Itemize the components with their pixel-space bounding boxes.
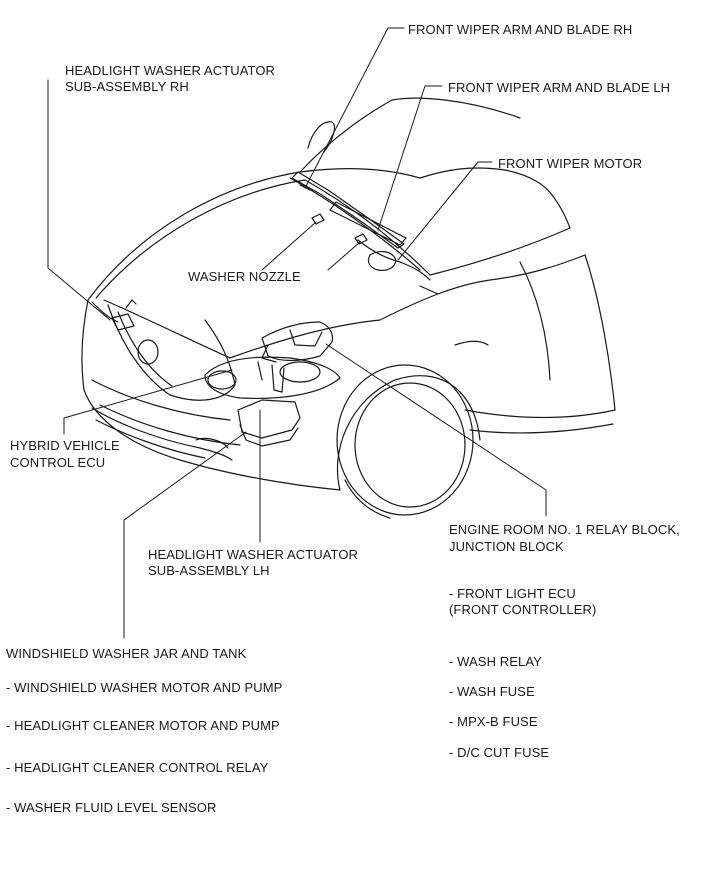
label-front-light-ecu-line1: - FRONT LIGHT ECU bbox=[449, 586, 576, 601]
label-washer-jar-title: WINDSHIELD WASHER JAR AND TANK bbox=[6, 646, 247, 661]
label-headlight-washer-rh-line1: HEADLIGHT WASHER ACTUATOR bbox=[65, 63, 276, 78]
front-wheel bbox=[336, 364, 481, 519]
label-headlight-washer-rh-line2: SUB-ASSEMBLY RH bbox=[65, 79, 189, 94]
label-headlight-washer-lh-line1: HEADLIGHT WASHER ACTUATOR bbox=[148, 547, 359, 562]
label-front-wiper-arm-rh: FRONT WIPER ARM AND BLADE RH bbox=[408, 22, 633, 37]
relay-block-part bbox=[261, 321, 334, 363]
label-jar-item: - HEADLIGHT CLEANER CONTROL RELAY bbox=[6, 760, 269, 775]
label-jar-item: - WINDSHIELD WASHER MOTOR AND PUMP bbox=[6, 680, 283, 695]
label-headlight-washer-lh-line2: SUB-ASSEMBLY LH bbox=[148, 563, 270, 578]
label-relay-item: - MPX-B FUSE bbox=[449, 714, 538, 729]
headlight-washer-rh-part bbox=[111, 299, 137, 331]
label-relay-item: - D/C CUT FUSE bbox=[449, 745, 550, 760]
label-relay-item: - WASH RELAY bbox=[449, 654, 542, 669]
label-front-wiper-motor: FRONT WIPER MOTOR bbox=[498, 156, 643, 171]
label-hybrid-ecu-line2: CONTROL ECU bbox=[10, 455, 106, 470]
label-jar-item: - WASHER FLUID LEVEL SENSOR bbox=[6, 800, 217, 815]
washer-nozzle-parts bbox=[311, 213, 368, 245]
leader-lines bbox=[47, 27, 547, 639]
label-washer-nozzle: WASHER NOZZLE bbox=[188, 269, 301, 284]
label-relay-block-line2: JUNCTION BLOCK bbox=[449, 539, 564, 554]
wiper-assembly bbox=[291, 171, 439, 295]
label-front-wiper-arm-lh: FRONT WIPER ARM AND BLADE LH bbox=[448, 80, 671, 95]
label-hybrid-ecu-line1: HYBRID VEHICLE bbox=[10, 438, 120, 453]
car-body-outline bbox=[81, 97, 616, 491]
label-relay-item: - WASH FUSE bbox=[449, 684, 535, 699]
label-relay-block-line1: ENGINE ROOM NO. 1 RELAY BLOCK, bbox=[449, 522, 680, 537]
label-jar-item: - HEADLIGHT CLEANER MOTOR AND PUMP bbox=[6, 718, 280, 733]
washer-jar-part bbox=[237, 361, 301, 447]
label-front-light-ecu-line2: (FRONT CONTROLLER) bbox=[449, 602, 597, 617]
